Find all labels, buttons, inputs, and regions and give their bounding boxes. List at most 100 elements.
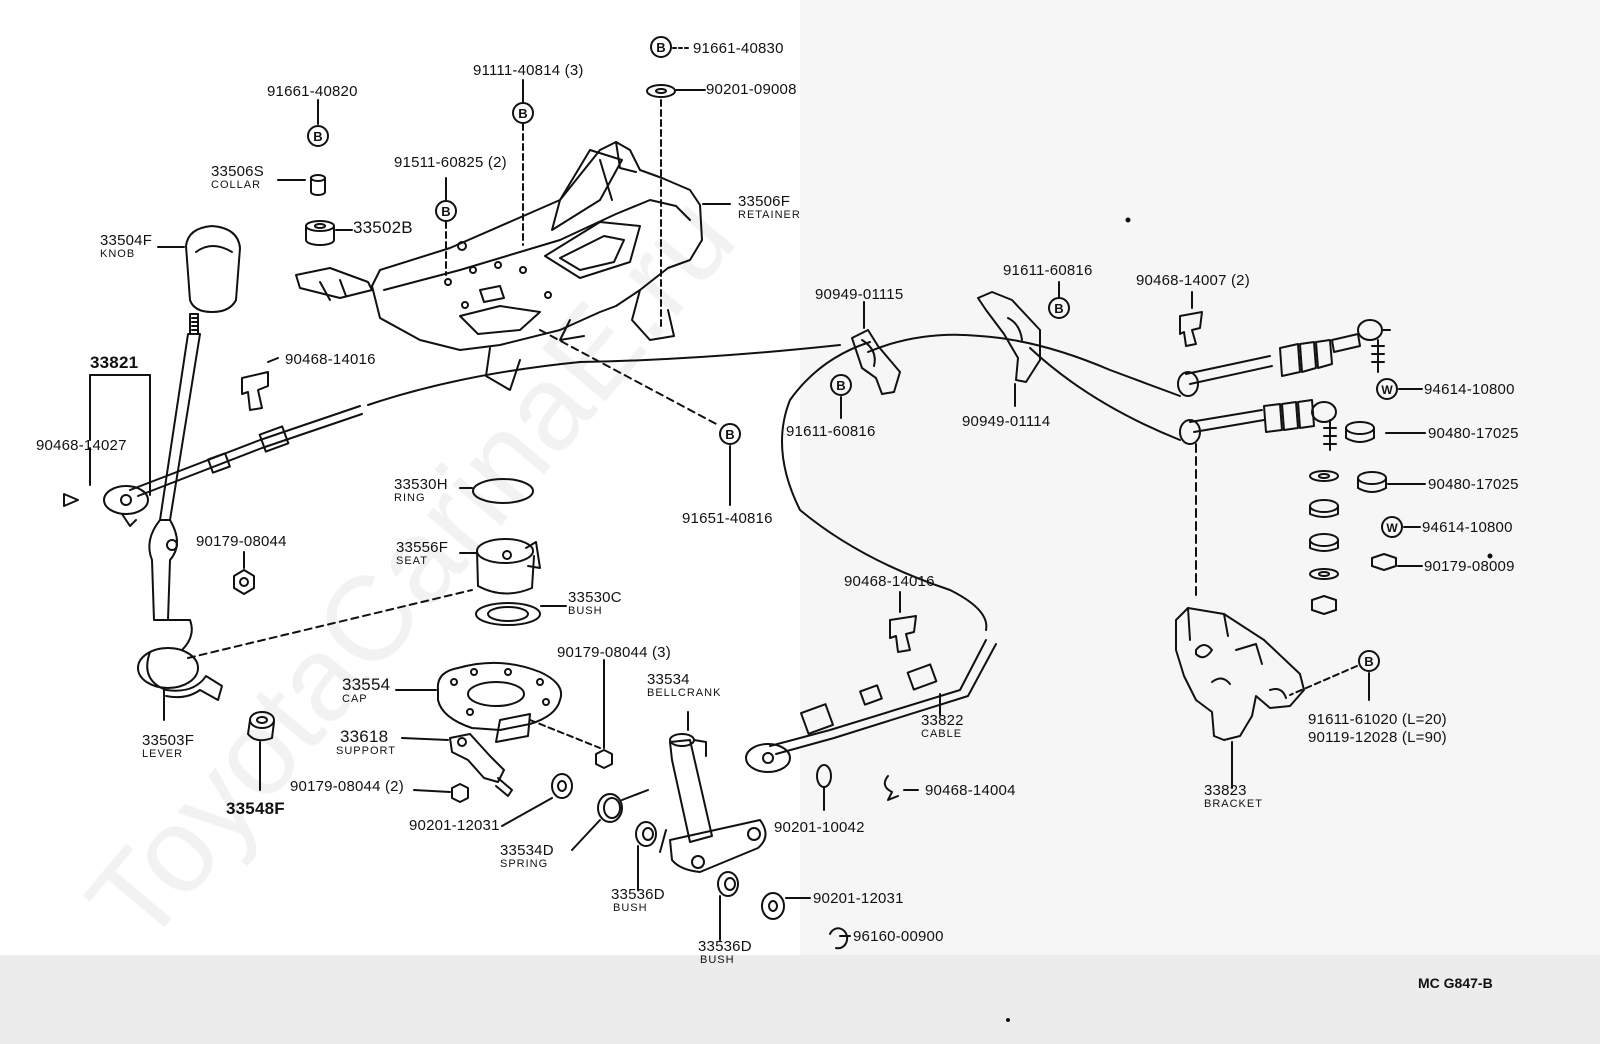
nut-90179-08044a <box>233 569 255 595</box>
nut-90179-08044-2 <box>451 783 469 803</box>
seat-33556F <box>476 538 541 595</box>
washer-90201-09008 <box>646 84 676 98</box>
background-band-bottom <box>0 955 1600 1044</box>
bolt-symbol-91611-60816a: B <box>830 374 852 396</box>
washer-90201-10042 <box>816 764 832 788</box>
bolt-symbol-91111-40814: B <box>512 102 534 124</box>
label-90179-08009: 90179-08009 <box>1424 558 1515 575</box>
cable-end-lower <box>1179 399 1337 451</box>
svg-text:B: B <box>441 204 450 219</box>
label-90179-08044a: 90179-08044 <box>196 533 287 550</box>
label-33821: 33821 <box>90 353 139 372</box>
label-91661-40830: 91661-40830 <box>693 40 784 57</box>
label-33534D: 33534D <box>500 842 554 859</box>
label-90468-14027: 90468-14027 <box>36 437 127 454</box>
snap-ring-96160-00900 <box>829 927 849 950</box>
bush-33502B <box>305 220 335 246</box>
grommet-90480-17025b <box>1357 471 1387 493</box>
washer-90201-12031a <box>551 773 573 799</box>
label-33506F: 33506F <box>738 193 791 210</box>
washer-90201-12031b <box>761 892 785 920</box>
bolt-symbol-91611-60816b: B <box>1048 297 1070 319</box>
label-33534D-name: SPRING <box>500 858 549 870</box>
label-90468-14016a: 90468-14016 <box>285 351 376 368</box>
grommet-90480-17025a <box>1345 421 1375 443</box>
lever-33503F <box>137 313 223 707</box>
svg-text:B: B <box>656 40 665 55</box>
bolt-symbol-91651-40816: B <box>719 423 741 445</box>
label-33618-name: SUPPORT <box>336 745 396 757</box>
label-91611-60816b: 91611-60816 <box>1003 262 1093 279</box>
bracket-33823 <box>1175 607 1305 741</box>
label-33536D-a: 33536D <box>611 886 665 903</box>
label-94614-10800b: 94614-10800 <box>1422 519 1513 536</box>
label-33506S-name: COLLAR <box>211 179 262 191</box>
svg-text:W: W <box>1381 383 1393 397</box>
label-90201-09008: 90201-09008 <box>706 81 797 98</box>
label-91611-60816a: 91611-60816 <box>786 423 876 440</box>
label-90480-17025a: 90480-17025 <box>1428 425 1519 442</box>
label-91611-61020: 91611-61020 (L=20) <box>1308 711 1447 728</box>
label-33506S: 33506S <box>211 163 264 180</box>
svg-text:B: B <box>313 129 322 144</box>
label-33554: 33554 <box>342 675 391 694</box>
label-33823-name: BRACKET <box>1204 798 1263 810</box>
label-33506F-name: RETAINER <box>738 209 801 221</box>
support-33618 <box>449 733 513 797</box>
bush-33548F <box>247 711 275 742</box>
washer-symbol-94614-10800a: W <box>1376 378 1398 400</box>
bolt-symbol-91661-40820: B <box>307 125 329 147</box>
svg-text:B: B <box>518 106 527 121</box>
bush-33536D-a <box>635 821 657 847</box>
label-33556F-name: SEAT <box>396 555 428 567</box>
clamp-90949-01114 <box>977 291 1041 383</box>
label-33504F-name: KNOB <box>100 248 136 260</box>
spring-33534D <box>597 789 649 823</box>
cap-33554 <box>436 661 562 743</box>
label-96160-00900: 96160-00900 <box>853 928 944 945</box>
svg-text:B: B <box>836 378 845 393</box>
svg-text:B: B <box>1054 301 1063 316</box>
label-33556F: 33556F <box>396 539 449 556</box>
label-90949-01115: 90949-01115 <box>815 286 904 303</box>
label-33504F: 33504F <box>100 232 153 249</box>
svg-text:W: W <box>1386 521 1398 535</box>
retainer-33506F <box>295 141 703 391</box>
clip-90468-14007 <box>1179 311 1203 347</box>
label-91661-40820: 91661-40820 <box>267 83 358 100</box>
label-33536D-a-name: BUSH <box>613 902 648 914</box>
washer-symbol-94614-10800b: W <box>1381 516 1403 538</box>
label-33536D-b-name: BUSH <box>700 954 735 966</box>
cable-33821 <box>103 344 841 527</box>
label-90179-08044-2: 90179-08044 (2) <box>290 778 404 795</box>
diagram-code: MC G847-B <box>1418 975 1493 991</box>
clamp-90949-01115 <box>851 329 901 395</box>
label-33503F: 33503F <box>142 732 195 749</box>
cable-end-upper <box>1177 319 1391 397</box>
bush-33530C <box>475 602 541 626</box>
label-90480-17025b: 90480-17025 <box>1428 476 1519 493</box>
clip-90468-14016a <box>241 371 269 411</box>
svg-text:B: B <box>725 427 734 442</box>
collar-33506S <box>310 174 326 196</box>
svg-text:B: B <box>1364 654 1373 669</box>
label-33502B: 33502B <box>353 218 413 237</box>
cable-33822 <box>745 333 1181 773</box>
bolt-symbol-91611-61020: B <box>1358 650 1380 672</box>
clip-90468-14016b <box>889 615 917 653</box>
label-90201-10042: 90201-10042 <box>774 819 865 836</box>
background-panel-right <box>800 0 1600 1044</box>
clip-90468-14004 <box>883 775 899 801</box>
label-33554-name: CAP <box>342 693 368 705</box>
label-33530C: 33530C <box>568 589 622 606</box>
nut-90179-08044-3 <box>595 749 613 769</box>
label-33822-name: CABLE <box>921 728 963 740</box>
label-33503F-name: LEVER <box>142 748 184 760</box>
clip-90468-14027 <box>63 493 79 507</box>
label-90468-14016b: 90468-14016 <box>844 573 935 590</box>
label-90468-14004: 90468-14004 <box>925 782 1016 799</box>
label-90201-12031b: 90201-12031 <box>813 890 904 907</box>
label-33530H-name: RING <box>394 492 426 504</box>
label-33536D-b: 33536D <box>698 938 752 955</box>
label-90179-08044-3: 90179-08044 (3) <box>557 644 671 661</box>
